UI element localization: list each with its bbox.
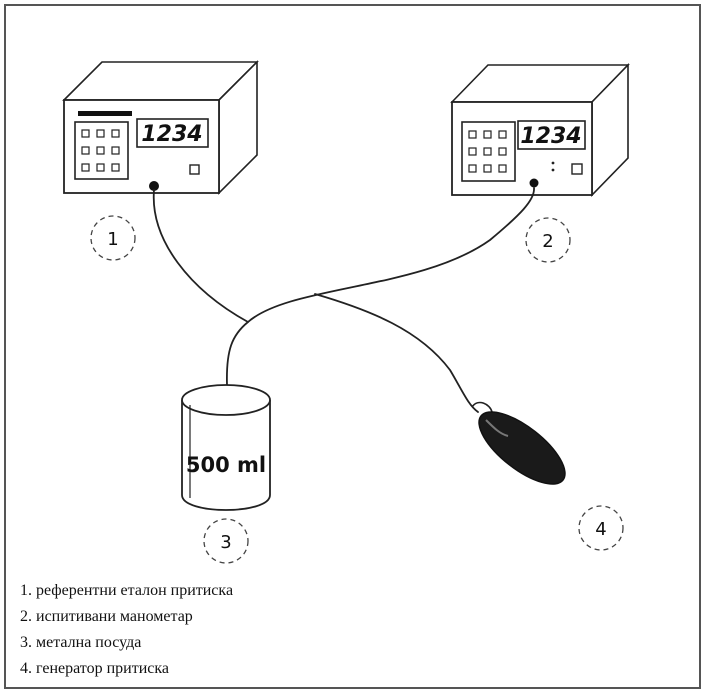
callout-number: 4 xyxy=(595,519,606,540)
key xyxy=(483,164,492,173)
key xyxy=(81,163,90,172)
device-1-keys xyxy=(81,129,120,172)
device-1-display-value: 1234 xyxy=(141,122,202,147)
legend: 1. референтни еталон притиска 2. испитив… xyxy=(20,582,233,677)
tube-from-device-1 xyxy=(152,189,249,323)
callout-number: 3 xyxy=(220,532,231,553)
callout-number: 1 xyxy=(107,229,118,250)
legend-item-3: 3. метална посуда xyxy=(20,634,141,651)
key xyxy=(498,130,507,139)
device-2-keys xyxy=(468,130,507,173)
legend-item-2: 2. испитивани манометар xyxy=(20,608,193,625)
callout-circle xyxy=(525,217,571,263)
callout-1: 1 xyxy=(90,215,136,261)
device-2-indicator-dot xyxy=(551,161,555,165)
legend-item-1: 1. референтни еталон притиска xyxy=(20,582,233,599)
callout-circle xyxy=(578,505,624,551)
bulb-neck xyxy=(471,401,493,413)
device-1-port xyxy=(149,181,159,191)
key xyxy=(468,147,477,156)
pressure-generator-bulb xyxy=(471,401,566,485)
key xyxy=(81,146,90,155)
device-2-port xyxy=(529,178,539,188)
tube-to-container xyxy=(226,321,249,386)
key xyxy=(81,129,90,138)
callout-3: 3 xyxy=(203,518,249,564)
key xyxy=(468,164,477,173)
metal-container: 500 ml xyxy=(181,384,271,511)
container-top xyxy=(181,384,271,416)
device-1-button xyxy=(189,164,200,175)
bulb-body xyxy=(478,411,566,485)
device-1-display xyxy=(136,118,209,148)
device-1-indicator-bar xyxy=(78,111,132,116)
callout-number: 2 xyxy=(542,231,553,252)
reference-standard-device: 1234 xyxy=(62,60,259,195)
key xyxy=(111,129,120,138)
key xyxy=(498,164,507,173)
callout-4: 4 xyxy=(578,505,624,551)
pressure-tubing xyxy=(152,187,535,413)
device-2-button xyxy=(571,163,583,175)
tested-manometer-device: 1234 xyxy=(450,63,630,197)
device-2-display-value: 1234 xyxy=(520,124,581,149)
key xyxy=(111,163,120,172)
key xyxy=(468,130,477,139)
key xyxy=(483,147,492,156)
bulb-highlight xyxy=(485,419,509,437)
key xyxy=(96,146,105,155)
key xyxy=(96,163,105,172)
container-body xyxy=(181,400,271,511)
key xyxy=(111,146,120,155)
callout-2: 2 xyxy=(525,217,571,263)
legend-item-4: 4. генератор притиска xyxy=(20,660,169,677)
container-label: 500 ml xyxy=(186,453,266,477)
key xyxy=(498,147,507,156)
key xyxy=(96,129,105,138)
device-2-indicator-dot xyxy=(551,168,555,172)
callout-circle xyxy=(90,215,136,261)
tube-to-device-2 xyxy=(247,187,535,323)
callout-circle xyxy=(203,518,249,564)
key xyxy=(483,130,492,139)
tube-to-pressure-generator xyxy=(314,293,479,413)
device-2-display xyxy=(517,120,586,150)
